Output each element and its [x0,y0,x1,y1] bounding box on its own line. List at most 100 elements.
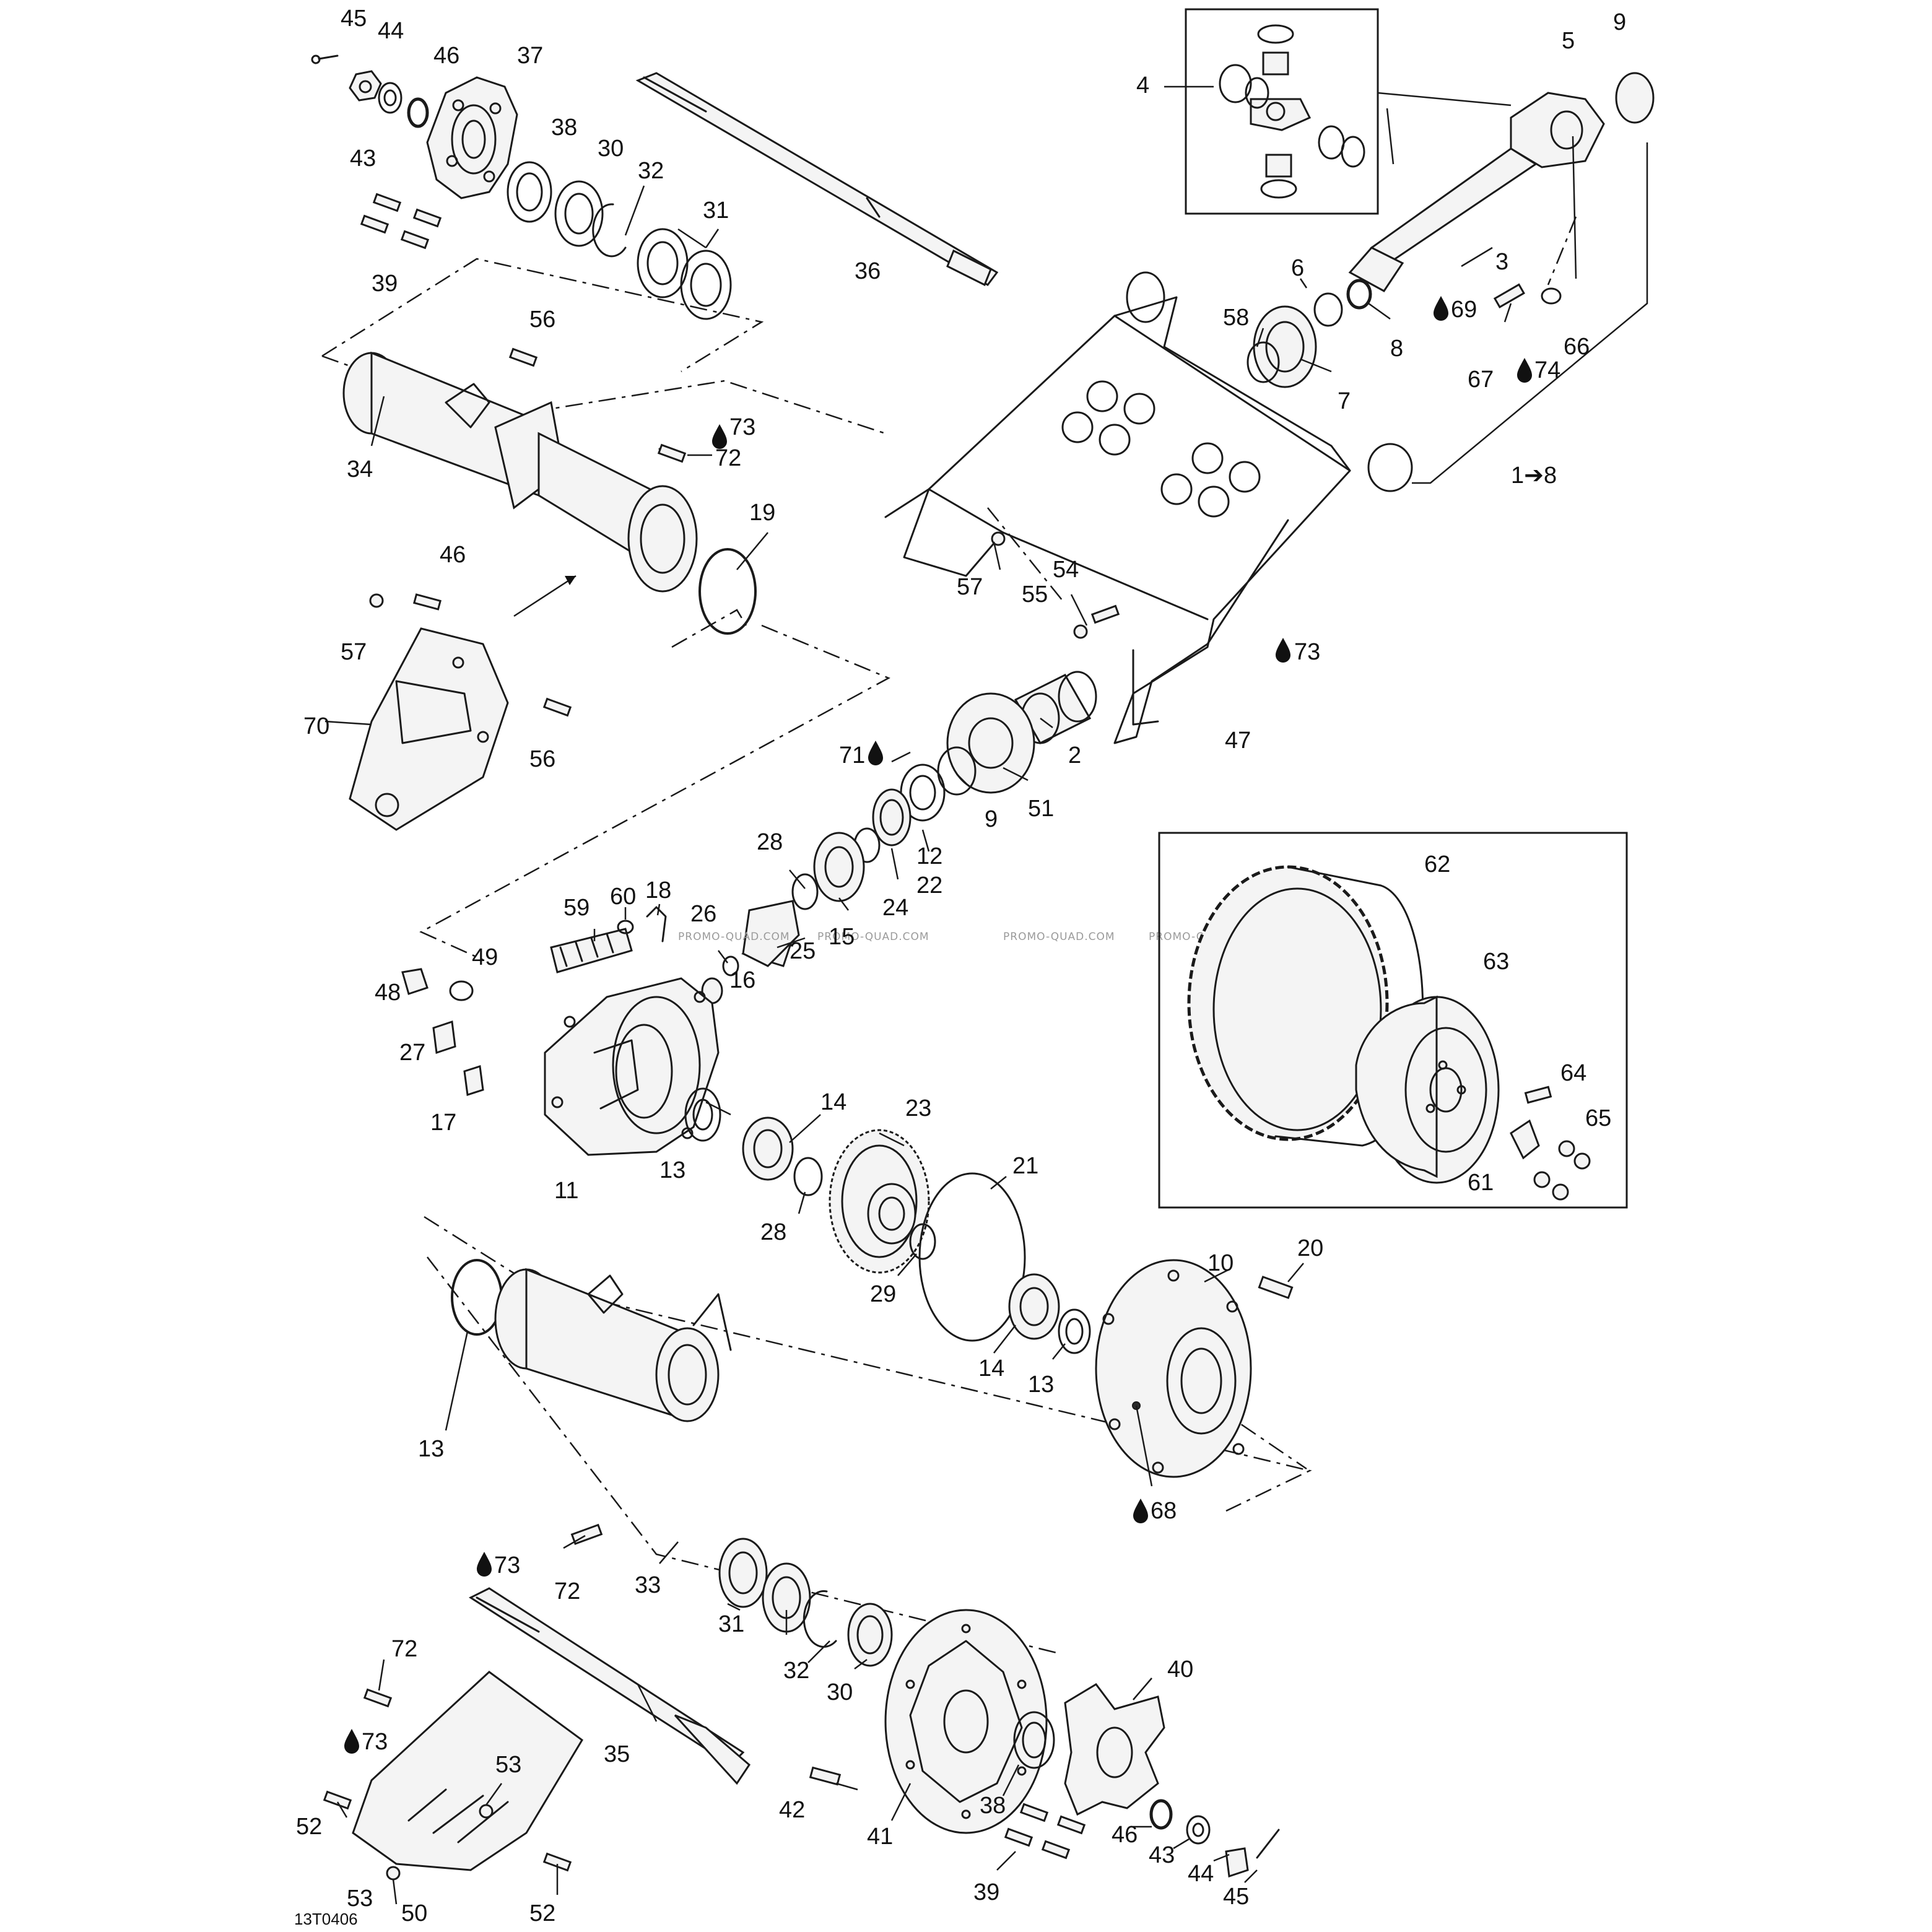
svg-text:PROMO-QU: PROMO-QU [1149,931,1214,943]
callout-1-to-8: 1➔8 [1511,463,1557,489]
callout-13: 13 [659,1157,685,1183]
callout-45: 45 [341,6,367,32]
callout-47: 47 [1225,728,1251,754]
callout-12: 12 [916,843,942,869]
callout-39: 39 [372,271,398,297]
leader-lines [324,108,1512,1905]
callout-17: 17 [430,1110,456,1136]
callout-28: 28 [757,829,783,855]
callout-73: 73 [729,414,755,440]
callout-6: 6 [1291,255,1304,281]
u-joint-detail-box [1185,8,1379,215]
callout-37: 37 [517,43,543,69]
callout-31: 31 [703,198,729,224]
callout-45: 45 [1223,1884,1249,1910]
callout-38: 38 [980,1793,1006,1819]
callout-60: 60 [610,884,636,910]
callout-4: 4 [1136,72,1149,98]
callout-13: 13 [418,1436,444,1462]
callout-3: 3 [1495,249,1508,275]
callout-44: 44 [378,18,404,44]
callout-61: 61 [1468,1170,1494,1196]
callout-62: 62 [1424,851,1450,877]
lubricant-73: 73 [477,1552,520,1578]
callout-23: 23 [905,1095,931,1121]
callout-21: 21 [1012,1153,1038,1179]
callout-56: 56 [529,307,555,333]
callout-9: 9 [985,806,998,832]
callout-27: 27 [399,1040,425,1066]
axle-shaft-lower [468,1587,751,1785]
brake-disc-and-hub [809,1609,1280,1878]
callout-13: 13 [1028,1372,1054,1398]
svg-text:PROMO-QUAD.COM: PROMO-QUAD.COM [1003,931,1115,943]
callout-46: 46 [440,542,466,568]
diagram-code: 13T0406 [294,1910,358,1928]
callout-63: 63 [1483,949,1509,975]
callout-72: 72 [715,445,741,471]
callout-73: 73 [494,1552,520,1578]
callout-20: 20 [1297,1235,1323,1261]
callout-66: 66 [1564,334,1590,360]
wheel-detail-box [1158,832,1628,1209]
callout-53: 53 [495,1752,521,1778]
callout-14: 14 [978,1355,1004,1382]
callout-19: 19 [749,500,775,526]
pinion-stack [701,671,1097,1004]
callout-64: 64 [1560,1060,1586,1086]
callout-39: 39 [973,1879,999,1905]
callout-30: 30 [827,1679,853,1705]
callout-59: 59 [564,895,590,921]
callout-73: 73 [1294,639,1320,665]
callout-44: 44 [1188,1861,1214,1887]
lubricant-68: 68 [1133,1498,1177,1524]
skid-plate [323,1671,583,1881]
svg-text:PROMO-QUAD.COM: PROMO-QUAD.COM [817,931,929,943]
callout-72: 72 [554,1578,580,1604]
callout-58: 58 [1223,305,1249,331]
callout-57: 57 [341,639,367,665]
callout-9: 9 [1613,9,1626,35]
bracket [349,575,577,831]
callout-16: 16 [729,967,755,993]
lubricant-69: 69 [1434,296,1477,323]
callout-52: 52 [296,1814,322,1840]
callout-43: 43 [350,146,376,172]
callout-50: 50 [401,1900,427,1926]
callout-67: 67 [1468,367,1494,393]
callout-52: 52 [529,1900,555,1926]
callout-7: 7 [1338,388,1351,414]
swing-arm-frame [884,271,1413,744]
callout-24: 24 [882,895,908,921]
callout-31: 31 [718,1611,744,1637]
callout-8: 8 [1390,336,1403,362]
callout-55: 55 [1022,581,1048,607]
callout-28: 28 [760,1219,786,1245]
lubricant-73: 73 [1276,638,1320,665]
wheel-detail [1158,832,1628,1209]
callout-42: 42 [779,1797,805,1823]
callout-38: 38 [551,115,577,141]
assembly-guide-lines [321,258,1312,1655]
callout-34: 34 [347,456,373,482]
callout-30: 30 [598,136,624,162]
axle-tube-left [342,347,757,635]
callout-48: 48 [375,980,401,1006]
lubricant-71: 71 [839,741,883,768]
callout-65: 65 [1585,1105,1611,1131]
callout-labels: 45 44 46 37 43 38 30 32 31 39 36 56 34 7… [296,6,1626,1926]
callout-68: 68 [1151,1498,1177,1524]
callout-2: 2 [1068,742,1081,768]
callout-14: 14 [820,1089,846,1115]
lubricant-73: 73 [344,1729,388,1755]
callout-25: 25 [790,938,816,964]
callout-41: 41 [867,1824,893,1850]
callout-57: 57 [957,574,983,600]
callout-26: 26 [690,901,716,927]
callout-46: 46 [1112,1822,1138,1848]
callout-71: 71 [839,742,865,768]
callout-46: 46 [433,43,459,69]
callout-56: 56 [529,746,555,772]
callout-5: 5 [1562,28,1575,54]
